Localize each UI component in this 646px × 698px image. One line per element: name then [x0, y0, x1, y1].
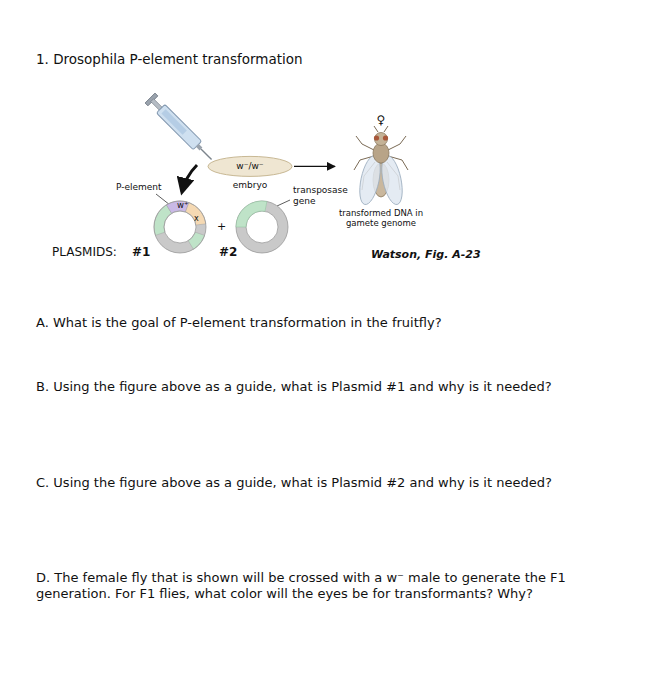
fly-figure — [354, 126, 408, 206]
question: D. The female fly that is shown will be … — [36, 570, 596, 601]
process-arrow — [294, 166, 335, 167]
plasmid-ring — [236, 201, 288, 253]
gene-label: x — [194, 214, 199, 224]
gene-label: w⁺ — [177, 200, 188, 210]
plus-sign: + — [217, 220, 226, 233]
fly-caption: transformed DNA in gamete genome — [337, 208, 425, 228]
genotype-label: w⁻/w⁻ — [218, 161, 282, 172]
part-label: P-element — [116, 182, 162, 193]
question: C. Using the figure above as a guide, wh… — [36, 475, 552, 491]
figure-credit: Watson, Fig. A-23 — [371, 248, 481, 261]
syringe — [145, 93, 216, 164]
injection-arrow — [182, 165, 197, 192]
plasmid-number: #2 — [219, 245, 237, 259]
leader-line — [156, 194, 170, 205]
embryo-label: embryo — [218, 180, 282, 191]
row-label: PLASMIDS: — [52, 245, 117, 259]
plasmid-ring — [154, 201, 206, 253]
fly-node: ♀ transformed DNA in gamete genome — [337, 113, 425, 231]
question: B. Using the figure above as a guide, wh… — [36, 379, 552, 395]
plasmid-number: #1 — [132, 245, 150, 259]
leader-line — [277, 200, 290, 206]
worksheet-title: 1. Drosophila P-element transformation — [36, 51, 303, 67]
female-symbol: ♀ — [337, 113, 425, 127]
plasmid-node: w⁺ x — [153, 200, 207, 254]
part-label: transposase gene — [293, 185, 355, 208]
embryo-node: w⁻/w⁻ embryo — [218, 158, 282, 192]
embryo-shape — [208, 156, 292, 176]
question: A. What is the goal of P-element transfo… — [36, 315, 442, 331]
